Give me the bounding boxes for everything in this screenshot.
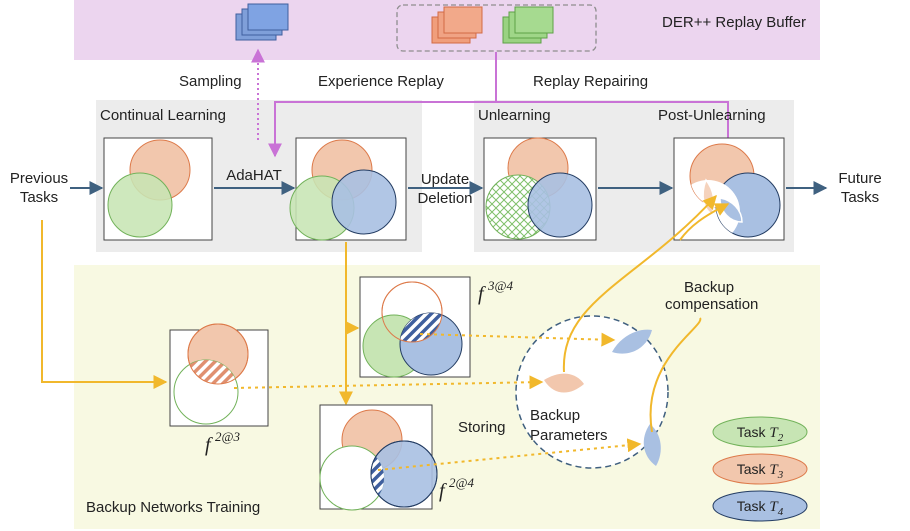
future-tasks-label-2: Tasks (841, 189, 879, 206)
backup-parameter-blue-bottom (643, 424, 661, 466)
legend-item-task-2: Task T2 (712, 416, 808, 448)
backup-parameters-store (515, 315, 669, 469)
legend-item-task-4: Task T4 (712, 490, 808, 522)
network-box-post-unlearning (673, 137, 785, 241)
svg-text:f: f (439, 480, 447, 502)
replay-repairing-arrow (496, 101, 735, 154)
svg-text:f: f (205, 434, 213, 456)
svg-text:Task T3: Task T3 (737, 461, 784, 481)
previous-tasks-label-1: Previous (10, 170, 68, 187)
backup-parameters-label-2: Parameters (530, 427, 608, 444)
adahat-label: AdaHAT (226, 167, 282, 184)
svg-text:Task T2: Task T2 (737, 424, 784, 444)
compensation-arrow-orange (562, 194, 717, 373)
backup-network-f34 (359, 276, 471, 378)
backup-compensation-label-2: compensation (665, 296, 758, 313)
future-tasks-label-1: Future (838, 170, 881, 187)
backup-region-title: Backup Networks Training (86, 499, 260, 516)
sampling-label: Sampling (179, 73, 242, 90)
backup-parameter-orange (544, 373, 584, 393)
f24-label: f 2@4 (439, 475, 474, 502)
compensation-arrow-blue-bottom (649, 317, 702, 433)
continual-learning-label: Continual Learning (100, 107, 226, 124)
backup-parameters-label-1: Backup (530, 407, 580, 424)
backup-parameter-blue-top (612, 329, 652, 354)
deletion-label: Deletion (417, 190, 472, 207)
svg-text:2@3: 2@3 (215, 429, 240, 444)
compensation-arrow-blue-top (679, 203, 730, 241)
repaired-buffer-box (396, 4, 597, 52)
backup-compensation-label-1: Backup (684, 279, 734, 296)
network-box-adahat (289, 137, 407, 241)
previous-tasks-label-2: Tasks (20, 189, 58, 206)
unlearning-label: Unlearning (478, 107, 551, 124)
f34-label: f 3@4 (478, 278, 513, 305)
store-arrow-f23 (233, 375, 544, 390)
network-box-previous (103, 137, 213, 241)
backup-network-f24 (319, 404, 438, 511)
legend-item-task-3: Task T3 (712, 453, 808, 485)
storing-label: Storing (458, 419, 506, 436)
replay-repairing-label: Replay Repairing (533, 73, 648, 90)
backup-network-f23 (169, 323, 269, 427)
previous-to-backup-arrow (41, 220, 168, 389)
f23-label: f 2@3 (205, 429, 240, 456)
buffer-title: DER++ Replay Buffer (662, 14, 806, 31)
svg-text:2@4: 2@4 (449, 475, 474, 490)
legend: Task T2 Task T3 Task T4 (712, 416, 808, 522)
buffer-data-green-icon (502, 6, 554, 44)
store-arrow-f34 (419, 332, 616, 347)
update-label: Update (421, 171, 469, 188)
store-arrow-f24 (377, 438, 642, 471)
sampled-data-icon (235, 3, 289, 41)
buffer-data-orange-icon (431, 6, 483, 44)
svg-text:f: f (478, 283, 486, 305)
experience-replay-arrow (268, 52, 497, 158)
experience-replay-label: Experience Replay (318, 73, 444, 90)
post-unlearning-label: Post-Unlearning (658, 107, 766, 124)
svg-text:Task T4: Task T4 (737, 498, 784, 518)
svg-text:3@4: 3@4 (487, 278, 513, 293)
network-box-unlearning (483, 137, 597, 241)
